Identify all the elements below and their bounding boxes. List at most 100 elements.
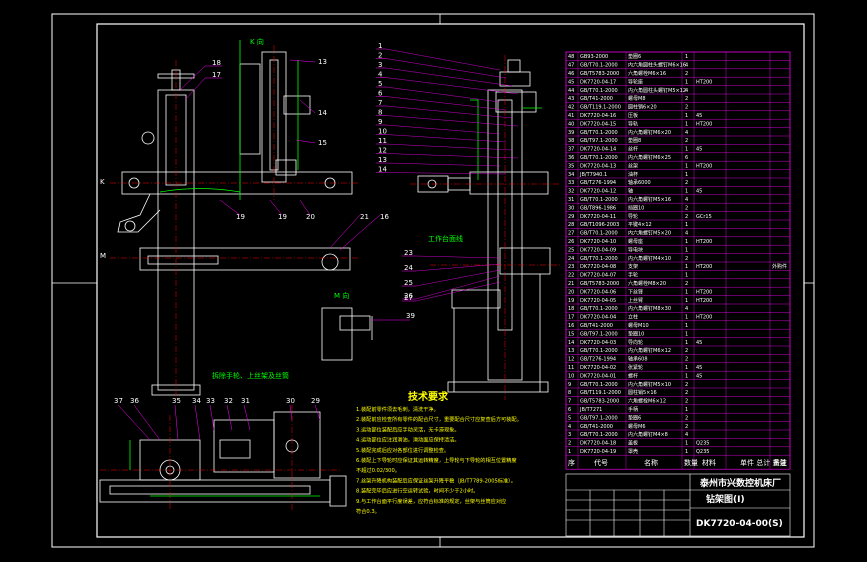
- bom-header-cell: 名称: [644, 458, 658, 467]
- bom-cell: 轴承608: [628, 356, 648, 363]
- tech-note-line: 7.丝架升降机构装配后应保证丝架升降平稳（JB/T7789-2005标准）。: [356, 476, 516, 484]
- svg-text:19: 19: [278, 213, 287, 221]
- callout-label: 3: [378, 61, 382, 69]
- bom-header-cell: 单件 总计 重量: [740, 458, 786, 467]
- bom-cell: 2: [685, 415, 688, 421]
- bom-cell: 六角螺栓M6×16: [628, 70, 666, 77]
- bom-cell: 47: [568, 63, 574, 69]
- bom-header-cell: 材料: [702, 458, 716, 467]
- callout-label: 12: [378, 147, 387, 155]
- callout-label: 6: [378, 90, 383, 98]
- bom-cell: 1: [685, 163, 688, 169]
- plan-view-leaders: [117, 404, 321, 441]
- bom-cell: 内六角螺钉M5×16: [628, 196, 671, 203]
- bom-cell: 下丝臂: [628, 288, 643, 295]
- bom-cell: 内六角螺钉M4×8: [628, 431, 668, 438]
- bom-cell: GB/T70.1-2000: [580, 155, 618, 161]
- bom-cell: 19: [568, 298, 574, 304]
- bom-cell: GB/T119.1-2000: [580, 105, 621, 111]
- bom-cell: 轴承6000: [628, 179, 651, 186]
- mid-callout-leader: [415, 263, 501, 272]
- m-mark: M: [100, 252, 106, 260]
- bom-cell: 42: [568, 105, 574, 111]
- bom-cell: GB/T70.1-2000: [580, 130, 618, 136]
- bom-cell: Q235: [696, 441, 709, 447]
- bom-cell: 2: [685, 105, 688, 111]
- callout-leader: [385, 162, 501, 167]
- bom-cell: 37: [568, 147, 574, 153]
- plan-callout-label: 30: [286, 397, 295, 405]
- svg-text:20: 20: [306, 213, 315, 221]
- bom-cell: 29: [568, 214, 574, 220]
- callout-leader: [385, 48, 501, 71]
- svg-text:13: 13: [318, 58, 327, 66]
- callout-leader: [385, 172, 507, 175]
- bom-cell: 1: [685, 289, 688, 295]
- bom-cell: 28: [568, 222, 574, 228]
- bom-cell: 27: [568, 231, 574, 237]
- bom-cell: GB/T5783-2000: [580, 71, 619, 77]
- bom-cell: 2: [685, 71, 688, 77]
- bom-cell: 13: [568, 348, 574, 354]
- bom-cell: 丝架: [628, 162, 638, 169]
- svg-text:16: 16: [380, 213, 389, 221]
- bom-cell: 26: [568, 239, 574, 245]
- bom-cell: 螺母M8: [628, 95, 646, 102]
- bom-cell: DK7720-04-18: [580, 441, 616, 447]
- plan-callout-label: 36: [130, 397, 139, 405]
- svg-text:19: 19: [236, 213, 245, 221]
- plan-view-assembly: [99, 411, 347, 507]
- bom-cell: 16: [568, 323, 574, 329]
- m-view-detail: [321, 307, 373, 361]
- bom-cell: 手柄: [628, 406, 638, 413]
- svg-text:14: 14: [318, 109, 327, 117]
- drawing-name: 钻架图(Ⅰ): [706, 493, 745, 505]
- tech-notes: 1.装配前零件须去毛刺，清洗干净。2.装配前应检查所有零件的配合尺寸，重要配合尺…: [356, 405, 522, 515]
- bom-cell: DK7720-04-04: [580, 315, 616, 321]
- bom-cell: 14: [568, 340, 574, 346]
- bom-cell: JB/T7940.1: [579, 172, 607, 178]
- callout-leader: [385, 77, 519, 95]
- bom-cell: 六角螺栓M8×20: [628, 280, 666, 287]
- bom-cell: HT200: [696, 79, 712, 85]
- k-view-label: K 向: [250, 37, 264, 46]
- bom-cell: GB/T70.1-2000: [580, 63, 618, 69]
- bom-cell: GB/T70.1-2000: [580, 306, 618, 312]
- bom-cell: 4: [685, 231, 688, 237]
- bom-cell: GB/T70.1-2000: [580, 256, 618, 262]
- bom-cell: 1: [685, 273, 688, 279]
- bom-cell: 2: [685, 424, 688, 430]
- upper-left-callouts: 18 17 13 14 15 19 19 20 21 16: [212, 58, 389, 221]
- side-view-assembly: [117, 51, 353, 396]
- bom-cell: 45: [696, 340, 702, 346]
- bom-cell: 1: [685, 79, 688, 85]
- callout-leader: [385, 143, 513, 151]
- bom-cell: HT200: [696, 239, 712, 245]
- bom-cell: GB/T70.1-2000: [580, 348, 618, 354]
- bom-cell: 34: [568, 172, 574, 178]
- bom-cell: 2: [685, 390, 688, 396]
- bom-cell: DK7720-04-07: [580, 273, 616, 279]
- callout-label: 10: [378, 128, 387, 136]
- bom-cell: 平键4×12: [628, 221, 652, 228]
- bom-cell: DK7720-04-03: [580, 340, 616, 346]
- bom-header-cell: 序: [568, 458, 575, 467]
- callout-label: 1: [378, 42, 382, 50]
- bom-cell: GB/T1096-2003: [580, 222, 619, 228]
- bom-cell: GB/T41-2000: [580, 323, 613, 329]
- front-view-assembly: [417, 59, 551, 393]
- bom-cell: 1: [685, 172, 688, 178]
- callout-leader: [385, 96, 507, 111]
- bom-cell: 1: [685, 264, 688, 270]
- svg-text:18: 18: [212, 59, 221, 67]
- svg-text:21: 21: [360, 213, 369, 221]
- tech-note-line: 8.装配完毕后应进行空运转试验，时间不少于2小时。: [356, 487, 478, 495]
- callout-leader: [385, 124, 501, 135]
- bom-cell: 导电块: [628, 246, 643, 253]
- bom-cell: 1: [685, 373, 688, 379]
- bom-cell: 1: [685, 340, 688, 346]
- mid-callout-label: 27: [404, 294, 413, 302]
- mid-callout-leader: [415, 269, 501, 287]
